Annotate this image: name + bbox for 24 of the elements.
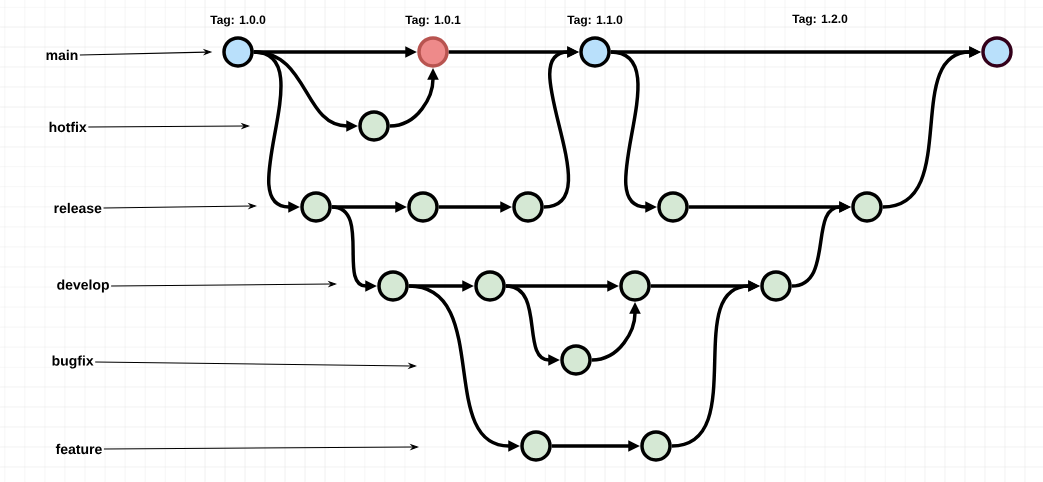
commit-circle: [520, 430, 552, 462]
commit-circle: [657, 191, 689, 223]
branch-label: hotfix: [49, 121, 87, 133]
commit-circle: [619, 270, 651, 302]
commit-circle: [851, 191, 883, 223]
branch-label: main: [46, 49, 78, 61]
commit-circle: [560, 344, 592, 376]
branch-label: bugfix: [52, 355, 94, 369]
commit-circle: [512, 191, 544, 223]
commit-circle: [474, 270, 506, 302]
commit-circle: [300, 191, 332, 223]
commit-circle: [377, 270, 409, 302]
tag-label: Tag: 1.1.0: [567, 15, 623, 27]
commit-circle: [760, 270, 792, 302]
commit-circle: [407, 191, 439, 223]
tag-label: Tag: 1.2.0: [792, 14, 848, 26]
tag-label: Tag: 1.0.0: [210, 15, 266, 27]
commit-circle: [981, 36, 1013, 68]
commit-circle: [358, 110, 390, 142]
tag-label: Tag: 1.0.1: [405, 15, 461, 27]
branch-label: feature: [55, 443, 102, 455]
commit-circle: [640, 430, 672, 462]
branch-label: release: [54, 202, 102, 214]
branch-label: develop: [57, 279, 109, 293]
